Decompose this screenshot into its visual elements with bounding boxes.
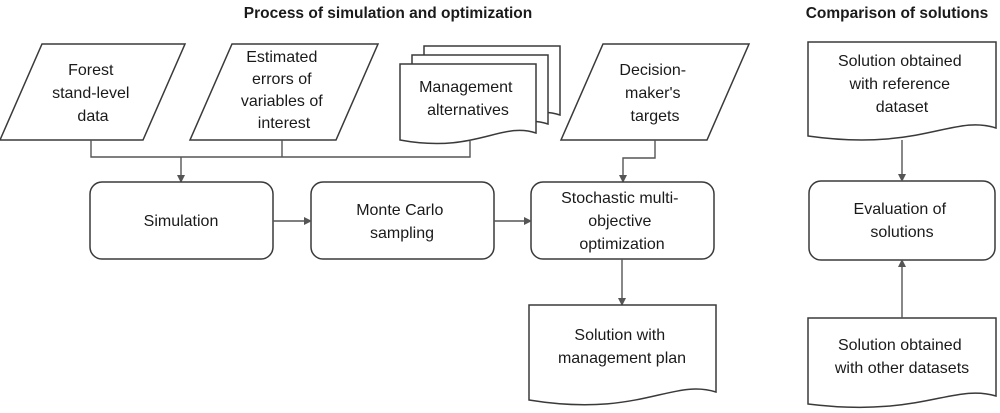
other-solution-label: Solution obtained with other datasets (834, 337, 969, 377)
solution-plan-label: Solution with management plan (558, 327, 686, 367)
process-optimization: Stochastic multi- objective optimization (530, 181, 715, 260)
targets-label: Decision- maker's targets (619, 62, 690, 125)
simulation-label: Simulation (144, 213, 219, 230)
inputs-merge-line (90, 140, 471, 158)
arrow-targets-to-optimization (619, 140, 656, 183)
process-simulation: Simulation (89, 181, 274, 260)
process-monte-carlo: Monte Carlo sampling (310, 181, 495, 260)
forest-data-label: Forest stand-level data (52, 62, 134, 125)
process-section-title: Process of simulation and optimization (244, 5, 533, 22)
input-estimated-errors: Estimated errors of variables of interes… (188, 43, 380, 141)
input-decision-maker-targets: Decision- maker's targets (559, 43, 751, 141)
optimization-label: Stochastic multi- objective optimization (561, 190, 683, 253)
output-solution-plan: Solution with management plan (528, 304, 717, 406)
comparison-other-solution: Solution obtained with other datasets (807, 317, 997, 409)
comparison-reference-solution: Solution obtained with reference dataset (807, 41, 997, 141)
evaluation-label: Evaluation of solutions (854, 201, 951, 241)
comparison-section-title: Comparison of solutions (806, 5, 989, 22)
monte-carlo-label: Monte Carlo sampling (356, 202, 448, 242)
input-forest-data: Forest stand-level data (0, 43, 187, 141)
input-management-alternatives: Management alternatives (399, 45, 561, 145)
reference-solution-label: Solution obtained with reference dataset (838, 53, 966, 116)
management-alternatives-label: Management alternatives (419, 79, 517, 119)
estimated-errors-label: Estimated errors of variables of interes… (241, 49, 327, 132)
comparison-evaluation: Evaluation of solutions (808, 180, 996, 261)
